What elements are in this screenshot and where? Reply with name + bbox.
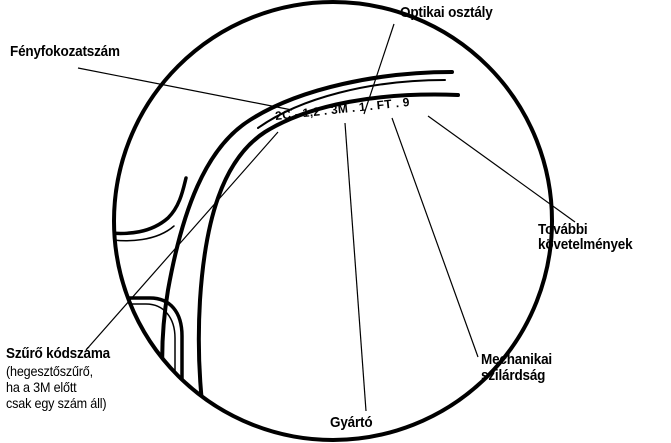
label-optical-class: Optikai osztály [400, 5, 493, 21]
frame-inner-curve [199, 95, 458, 443]
label-manufacturer: Gyártó [330, 415, 372, 431]
label-mechanical-strength-line2: szilárdság [481, 368, 545, 384]
label-shade-number: Fényfokozatszám [10, 44, 120, 60]
label-filter-code-note-line3: csak egy szám áll) [6, 395, 106, 411]
leader-additional-requirements [428, 116, 575, 222]
label-additional-requirements-line2: követelmények [538, 237, 632, 253]
leader-manufacturer [345, 123, 366, 411]
label-mechanical-strength-line1: Mechanikai [481, 352, 552, 368]
leader-mechanical-strength [392, 118, 478, 357]
label-filter-code-note-line1: (hegesztőszűrő, [6, 363, 93, 379]
leader-shade-number [78, 68, 292, 110]
label-filter-code-title: Szűrő kódszáma [6, 346, 110, 362]
label-filter-code-note-line2: ha a 3M előtt [6, 379, 77, 395]
